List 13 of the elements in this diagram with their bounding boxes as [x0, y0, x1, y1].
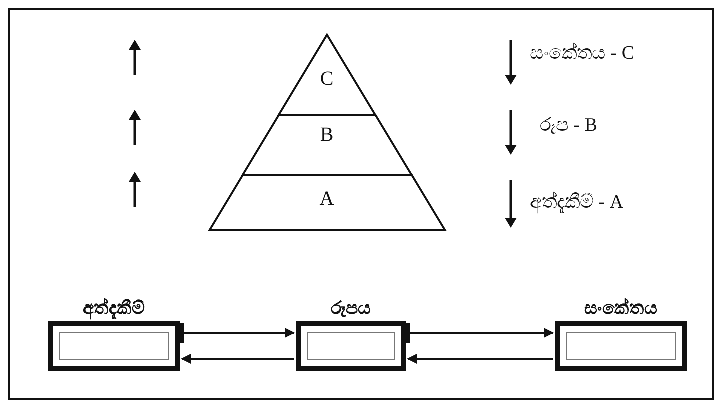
arrow — [181, 354, 294, 364]
level-letter: A — [320, 189, 334, 209]
level-letter: B — [320, 125, 334, 145]
side-label: අත්දැකීම් - A — [530, 193, 624, 212]
level-letter: C — [320, 69, 334, 89]
arrow — [180, 323, 295, 343]
side-label: සංකේතය - C — [530, 44, 634, 63]
arrow — [407, 354, 553, 364]
box-heading: සංකේතය — [584, 297, 658, 320]
side-label: රූප - B — [540, 116, 598, 135]
arrow — [406, 323, 554, 343]
box-heading: රූපය — [331, 297, 371, 320]
box-heading: අත්දැකීම් — [83, 297, 145, 321]
